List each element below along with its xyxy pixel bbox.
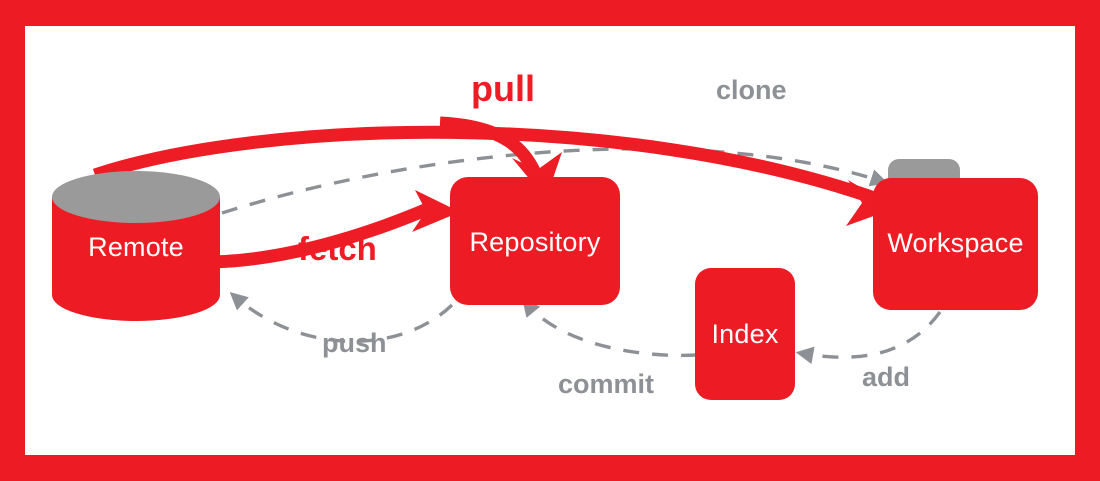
edge-label-fetch: fetch [298,230,377,267]
edge-label-add: add [862,362,911,392]
node-index[interactable] [695,268,795,400]
edge-label-clone: clone [716,75,787,105]
edge-label-commit: commit [558,369,655,399]
node-workspace[interactable] [873,159,1038,310]
edge-pull [92,125,896,226]
edge-push [229,292,454,344]
edge-fetch [211,190,460,269]
edge-label-push: push [322,328,387,358]
edge-label-pull: pull [471,68,535,109]
edge-add [795,310,942,365]
node-remote[interactable] [52,171,220,321]
edge-clone [221,147,889,215]
node-repository[interactable] [450,177,620,305]
edge-commit [522,298,698,358]
